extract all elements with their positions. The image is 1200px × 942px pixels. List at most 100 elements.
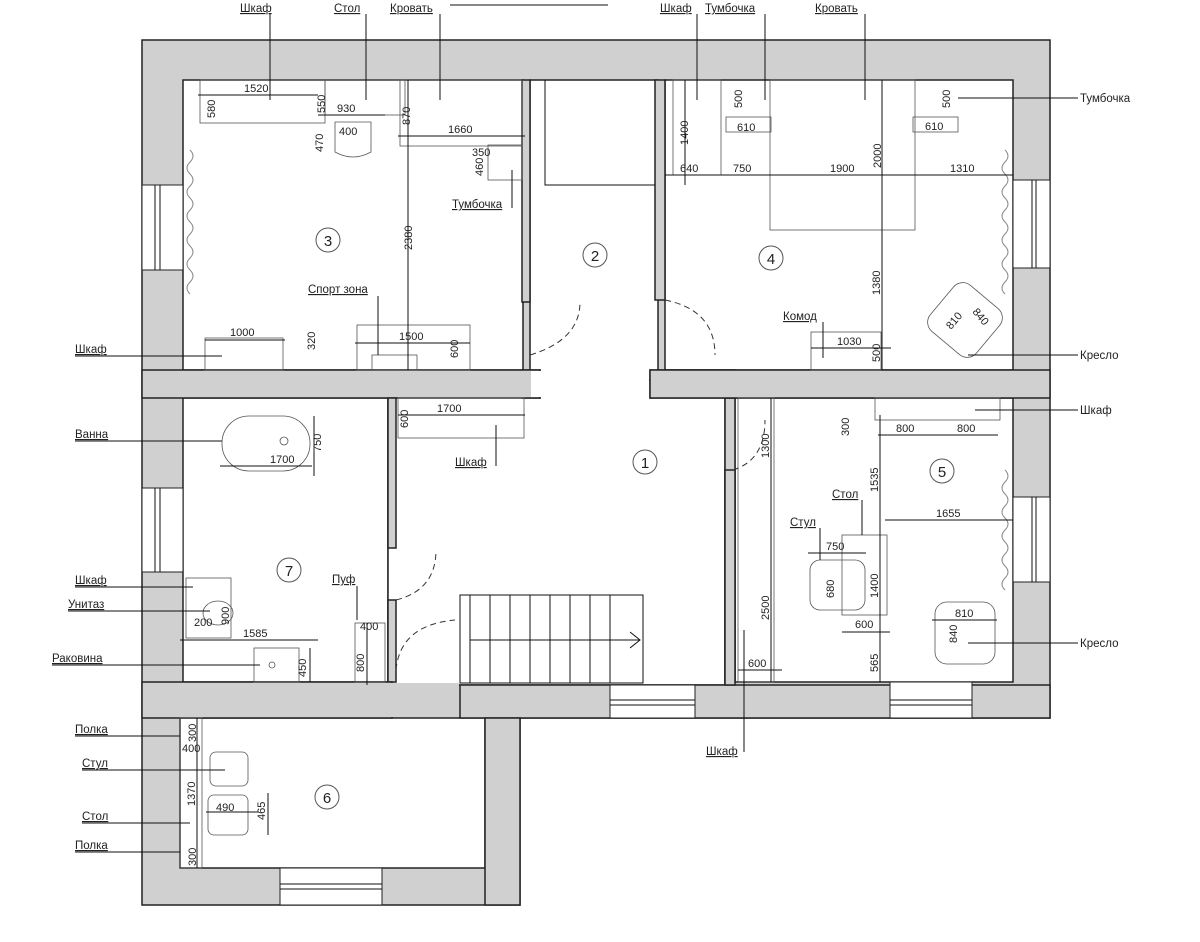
svg-text:2500: 2500 <box>760 596 772 620</box>
label-wardrobe: Шкаф <box>660 3 692 15</box>
svg-text:5: 5 <box>938 464 946 481</box>
svg-text:450: 450 <box>297 659 309 677</box>
svg-text:930: 930 <box>337 103 355 115</box>
label-wardrobe: Шкаф <box>1080 405 1112 417</box>
svg-text:810: 810 <box>955 608 973 620</box>
dimensions-room-3: 1520 580 550 930 400 470 870 1660 350 46… <box>206 83 490 358</box>
partition <box>724 469 736 686</box>
svg-text:1700: 1700 <box>270 454 294 466</box>
label-bed: Кровать <box>390 3 433 15</box>
label-chair: Стул <box>82 758 108 770</box>
svg-text:600: 600 <box>399 410 411 428</box>
room-4-floor <box>664 79 1014 371</box>
svg-text:1370: 1370 <box>186 782 198 806</box>
svg-text:1900: 1900 <box>830 163 854 175</box>
svg-text:1700: 1700 <box>437 403 461 415</box>
svg-text:2: 2 <box>591 248 599 265</box>
room-5-floor <box>734 397 1014 683</box>
svg-text:750: 750 <box>733 163 751 175</box>
svg-text:300: 300 <box>187 724 199 742</box>
label-nightstand: Тумбочка <box>705 3 756 15</box>
dimensions-room-7: 1700 750 200 900 1585 450 400 800 <box>194 434 378 677</box>
svg-text:550: 550 <box>316 95 328 113</box>
label-sport-zone: Спорт зона <box>308 284 368 296</box>
svg-text:300: 300 <box>187 848 199 866</box>
svg-text:300: 300 <box>840 418 852 436</box>
svg-text:4: 4 <box>767 251 775 268</box>
label-wardrobe: Шкаф <box>240 3 272 15</box>
label-toilet: Унитаз <box>68 599 104 611</box>
room-number-5: 5 <box>929 458 955 484</box>
svg-text:800: 800 <box>957 423 975 435</box>
partition <box>484 717 521 906</box>
room-3-floor <box>182 79 524 371</box>
dimension-lines <box>180 80 1013 868</box>
svg-text:1380: 1380 <box>871 271 883 295</box>
door-swing <box>395 619 456 671</box>
svg-text:470: 470 <box>314 134 326 152</box>
door-swing <box>732 419 766 471</box>
room-number-1: 1 <box>632 449 658 475</box>
svg-text:840: 840 <box>948 625 960 643</box>
svg-text:680: 680 <box>825 580 837 598</box>
label-dresser: Комод <box>783 311 817 323</box>
svg-text:1660: 1660 <box>448 124 472 136</box>
label-armchair: Кресло <box>1080 638 1118 650</box>
svg-text:600: 600 <box>449 340 461 358</box>
staircase[interactable] <box>459 594 644 684</box>
label-shelf: Полка <box>75 840 108 852</box>
svg-text:1500: 1500 <box>399 331 423 343</box>
label-armchair: Кресло <box>1080 350 1118 362</box>
partition <box>141 681 393 719</box>
svg-text:600: 600 <box>855 619 873 631</box>
svg-text:465: 465 <box>256 802 268 820</box>
svg-text:565: 565 <box>869 654 881 672</box>
windows <box>141 179 1051 906</box>
label-wardrobe: Шкаф <box>75 575 107 587</box>
label-table: Стол <box>832 489 858 501</box>
svg-text:1310: 1310 <box>950 163 974 175</box>
room-number-3: 3 <box>315 227 341 253</box>
svg-text:400: 400 <box>360 621 378 633</box>
partition <box>387 397 397 549</box>
partition <box>387 599 397 683</box>
room-7-floor <box>182 397 389 683</box>
svg-text:400: 400 <box>182 743 200 755</box>
svg-text:610: 610 <box>925 121 943 133</box>
room-2-niche <box>544 80 655 186</box>
svg-text:6: 6 <box>323 790 331 807</box>
partition <box>649 369 1051 399</box>
svg-text:1585: 1585 <box>243 628 267 640</box>
room-number-6: 6 <box>314 784 340 810</box>
svg-text:1400: 1400 <box>869 574 881 598</box>
svg-text:580: 580 <box>206 100 218 118</box>
leader-lines <box>52 4 1078 853</box>
dimensions-room-5: 300 800 800 1535 1655 750 680 1400 600 5… <box>825 418 975 672</box>
curtain <box>186 149 194 295</box>
label-wardrobe: Шкаф <box>455 457 487 469</box>
label-shelf: Полка <box>75 724 108 736</box>
label-table: Стол <box>82 811 108 823</box>
svg-text:500: 500 <box>941 90 953 108</box>
room-number-4: 4 <box>758 245 784 271</box>
label-chair: Стул <box>790 517 816 529</box>
label-wardrobe: Шкаф <box>706 746 738 758</box>
svg-text:500: 500 <box>733 90 745 108</box>
door-swing <box>529 301 581 356</box>
curtain <box>1001 149 1009 295</box>
svg-text:800: 800 <box>355 654 367 672</box>
svg-text:750: 750 <box>312 434 324 452</box>
label-pouf: Пуф <box>332 574 355 586</box>
door-swing <box>395 549 437 601</box>
furniture <box>179 79 1003 869</box>
svg-text:1655: 1655 <box>936 508 960 520</box>
dimensions-room-1: 1700 600 1300 2500 600 <box>399 403 772 670</box>
svg-text:1300: 1300 <box>760 434 772 458</box>
partition <box>521 79 531 303</box>
svg-text:2000: 2000 <box>872 144 884 168</box>
label-bed: Кровать <box>815 3 858 15</box>
svg-text:200: 200 <box>194 617 212 629</box>
partition <box>654 79 666 301</box>
dimensions-room-6: 300 400 1370 490 465 300 <box>182 724 268 866</box>
